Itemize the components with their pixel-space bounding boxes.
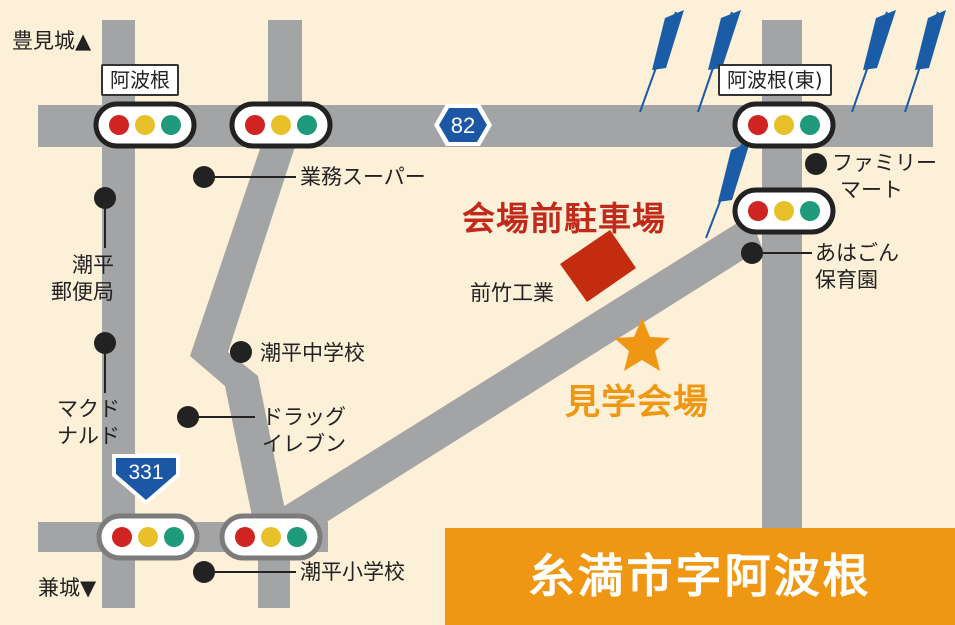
venue-label: 見学会場 xyxy=(565,383,710,423)
road-west-diagonal xyxy=(190,20,302,608)
flag-icon xyxy=(904,10,946,113)
route-82-number: 82 xyxy=(451,113,475,138)
traffic-signal-icon xyxy=(229,101,333,149)
traffic-signal-icon xyxy=(732,187,836,235)
south-direction-label: 兼城▼ xyxy=(38,576,97,600)
north-direction-label: 豊見城▲ xyxy=(12,29,92,53)
poi-dot-icon xyxy=(94,332,116,393)
traffic-signal-icon xyxy=(93,101,197,149)
title-band: 糸満市字阿波根 xyxy=(445,528,955,625)
landmark-mcdonalds: マクド ナルド xyxy=(30,396,120,450)
nursery-line1: あはごん xyxy=(815,241,899,265)
familymart-line1: ファミリー xyxy=(832,151,937,175)
poi-dot-icon xyxy=(94,187,116,248)
route-shield-icon: 331 xyxy=(112,454,180,505)
traffic-signal-icon xyxy=(732,101,836,149)
poi-dot-icon xyxy=(193,166,296,188)
traffic-signal-icon xyxy=(96,513,200,561)
post-office-line2: 郵便局 xyxy=(51,280,114,304)
drug-eleven-line2: イレブン xyxy=(262,432,346,456)
landmark-familymart: ファミリー マート xyxy=(832,150,937,204)
poi-dot-icon xyxy=(193,561,296,583)
intersection-sign-west: 阿波根 xyxy=(101,64,179,96)
landmark-drug-eleven: ドラッグ イレブン xyxy=(262,404,346,458)
traffic-signal-icon xyxy=(219,513,323,561)
landmark-shiohira-elementary: 潮平小学校 xyxy=(300,560,405,584)
parking-square-icon xyxy=(560,230,636,302)
landmark-gyomu-super: 業務スーパー xyxy=(300,165,426,189)
intersection-sign-east: 阿波根(東) xyxy=(718,64,832,96)
flag-icon xyxy=(639,10,684,113)
landmark-shiohira-post-office: 潮平 郵便局 xyxy=(40,252,114,306)
flag-icon xyxy=(697,10,741,113)
star-icon xyxy=(614,318,670,371)
route-shield-icon: 82 xyxy=(434,104,492,146)
mcdonalds-line2: ナルド xyxy=(57,424,120,448)
flag-icon xyxy=(705,142,750,239)
drug-eleven-line1: ドラッグ xyxy=(262,405,346,429)
poi-dot-icon xyxy=(230,341,252,363)
map-title: 糸満市字阿波根 xyxy=(528,549,872,603)
road-diagonal-to-east xyxy=(262,215,762,545)
nursery-line2: 保育園 xyxy=(815,268,878,292)
road-east-vertical xyxy=(762,20,802,530)
landmark-maetake-kogyo: 前竹工業 xyxy=(470,281,554,305)
flag-icon xyxy=(851,10,896,113)
route-331-number: 331 xyxy=(128,461,163,484)
poi-dot-icon xyxy=(805,153,827,175)
parking-label: 会場前駐車場 xyxy=(462,199,666,238)
poi-dot-icon xyxy=(741,242,812,264)
landmark-shiohira-junior-high: 潮平中学校 xyxy=(260,341,365,365)
poi-dot-icon xyxy=(177,406,255,428)
mcdonalds-line1: マクド xyxy=(57,397,120,421)
landmark-ahagon-nursery: あはごん 保育園 xyxy=(815,240,899,294)
post-office-line1: 潮平 xyxy=(72,253,114,277)
familymart-line2: マート xyxy=(840,178,903,202)
